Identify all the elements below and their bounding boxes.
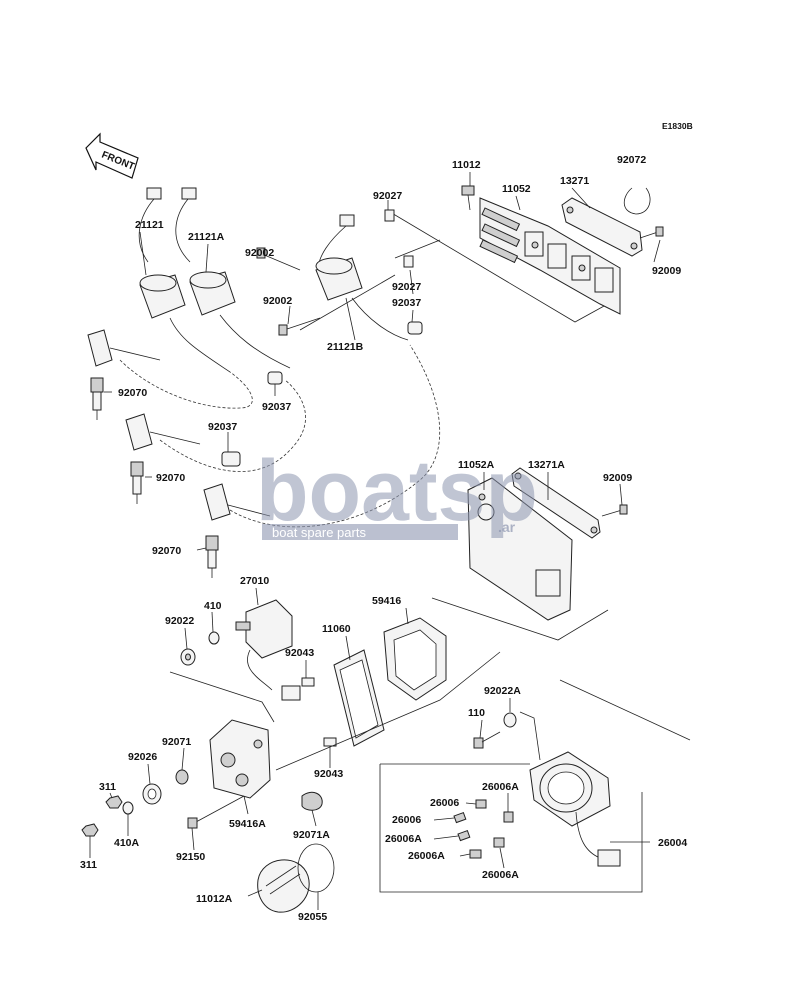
part-label: 92027 <box>392 281 421 293</box>
leader-lines <box>89 172 661 910</box>
part-label: 26006A <box>408 850 445 862</box>
part-label: 311 <box>80 859 97 871</box>
ignition-coil-21121A <box>175 187 291 369</box>
part-label: 110 <box>468 707 485 719</box>
part-label: 21121B <box>327 341 364 353</box>
part-label: 92150 <box>176 851 205 863</box>
washer-410A <box>122 801 134 815</box>
cap-11012A <box>257 859 310 913</box>
watermark: boatsp .ar boat spare parts <box>256 443 538 540</box>
bolt-92009-upper <box>639 226 664 239</box>
part-label: 26006 <box>430 797 459 809</box>
part-label: 21121 <box>135 219 164 231</box>
part-label: 92037 <box>262 401 291 413</box>
housing-59416A <box>209 719 271 799</box>
bolt-92150 <box>187 795 245 829</box>
part-label: 92009 <box>603 472 632 484</box>
watermark-tagline: boat spare parts <box>272 525 366 540</box>
cover-guide-line <box>275 651 501 771</box>
part-label: 26006A <box>385 833 422 845</box>
bolt-92009-lower <box>601 504 628 517</box>
nut-311 <box>81 795 123 837</box>
part-label: 59416 <box>372 595 401 607</box>
part-label: 59416A <box>229 818 266 830</box>
part-label: 92026 <box>128 751 157 763</box>
part-label: 13271A <box>528 459 565 471</box>
pickup-guide-line <box>169 671 275 723</box>
part-label: 92002 <box>245 247 274 259</box>
plug-92071 <box>175 769 189 785</box>
part-label: 92070 <box>118 387 147 399</box>
part-label: 92022 <box>165 615 194 627</box>
spark-plug-1 <box>90 377 104 420</box>
ignition-coil-21121 <box>138 187 231 373</box>
bolt-92002 <box>256 247 321 336</box>
part-label: 26006A <box>482 781 519 793</box>
spark-plug-3 <box>205 535 219 578</box>
part-label: 92070 <box>156 472 185 484</box>
watermark-suffix: .ar <box>498 519 516 535</box>
washer-410 <box>208 631 220 645</box>
sensor-26004 <box>529 751 621 867</box>
part-label: 11060 <box>322 623 351 635</box>
part-label: 21121A <box>188 231 225 243</box>
part-label: 92043 <box>314 768 343 780</box>
spark-plug-cap-3 <box>203 483 271 521</box>
o-ring-92055 <box>297 843 335 893</box>
spark-plug-cap-1 <box>87 329 161 367</box>
dowel-92043 <box>301 677 337 747</box>
pickup-coil-27010 <box>235 599 301 701</box>
terminals-26006 <box>453 799 514 859</box>
part-label: 92070 <box>152 545 181 557</box>
part-label: 11012 <box>452 159 481 171</box>
collar-92027 <box>384 209 414 268</box>
part-label: 92071 <box>162 736 191 748</box>
part-label: 26004 <box>658 837 687 849</box>
washer-92022A <box>503 712 517 728</box>
front-arrow-icon: FRONT <box>85 132 139 179</box>
part-label: 13271 <box>560 175 589 187</box>
part-label: 27010 <box>240 575 269 587</box>
part-label: 92009 <box>652 265 681 277</box>
part-label: 92002 <box>263 295 292 307</box>
part-label: 92071A <box>293 829 330 841</box>
part-label: 92055 <box>298 911 327 923</box>
part-label: 410A <box>114 837 140 849</box>
coil-bracket-frame <box>299 211 616 331</box>
clamp-92037 <box>221 321 423 467</box>
diagram-code: E1830B <box>662 121 693 131</box>
gasket-11060 <box>333 649 385 747</box>
bracket-guide-line <box>431 597 609 641</box>
oil-seal-92026 <box>142 783 162 805</box>
spark-plug-cap-2 <box>125 413 201 451</box>
part-label: 311 <box>99 781 116 793</box>
bracket-11052A <box>467 477 573 621</box>
plug-92071A <box>301 791 323 811</box>
part-label: 92043 <box>285 647 314 659</box>
mounting-plate <box>561 197 643 257</box>
bolt-11012 <box>461 185 475 211</box>
part-label: 92037 <box>392 297 421 309</box>
ignition-coil-21121B <box>315 214 409 341</box>
part-label: 92027 <box>373 190 402 202</box>
part-label: 92037 <box>208 421 237 433</box>
part-label: 92022A <box>484 685 521 697</box>
washer-92022 <box>180 648 196 666</box>
part-label: 410 <box>204 600 222 612</box>
watermark-logo: boatsp <box>256 443 538 539</box>
part-labels: 11012 11052 13271 92072 92027 92009 2112… <box>80 154 687 923</box>
part-label: 26006A <box>482 869 519 881</box>
bolt-110 <box>473 731 501 749</box>
part-label: 92072 <box>617 154 646 166</box>
plate-13271A <box>511 467 601 539</box>
part-label: 11052 <box>502 183 531 195</box>
part-label: 11052A <box>458 459 495 471</box>
part-label: 11012A <box>196 893 233 905</box>
cover-59416 <box>383 617 447 701</box>
ignition-coil-bracket <box>479 197 621 315</box>
part-label: 26006 <box>392 814 421 826</box>
spark-plug-2 <box>130 461 144 504</box>
band-clip <box>623 187 651 215</box>
